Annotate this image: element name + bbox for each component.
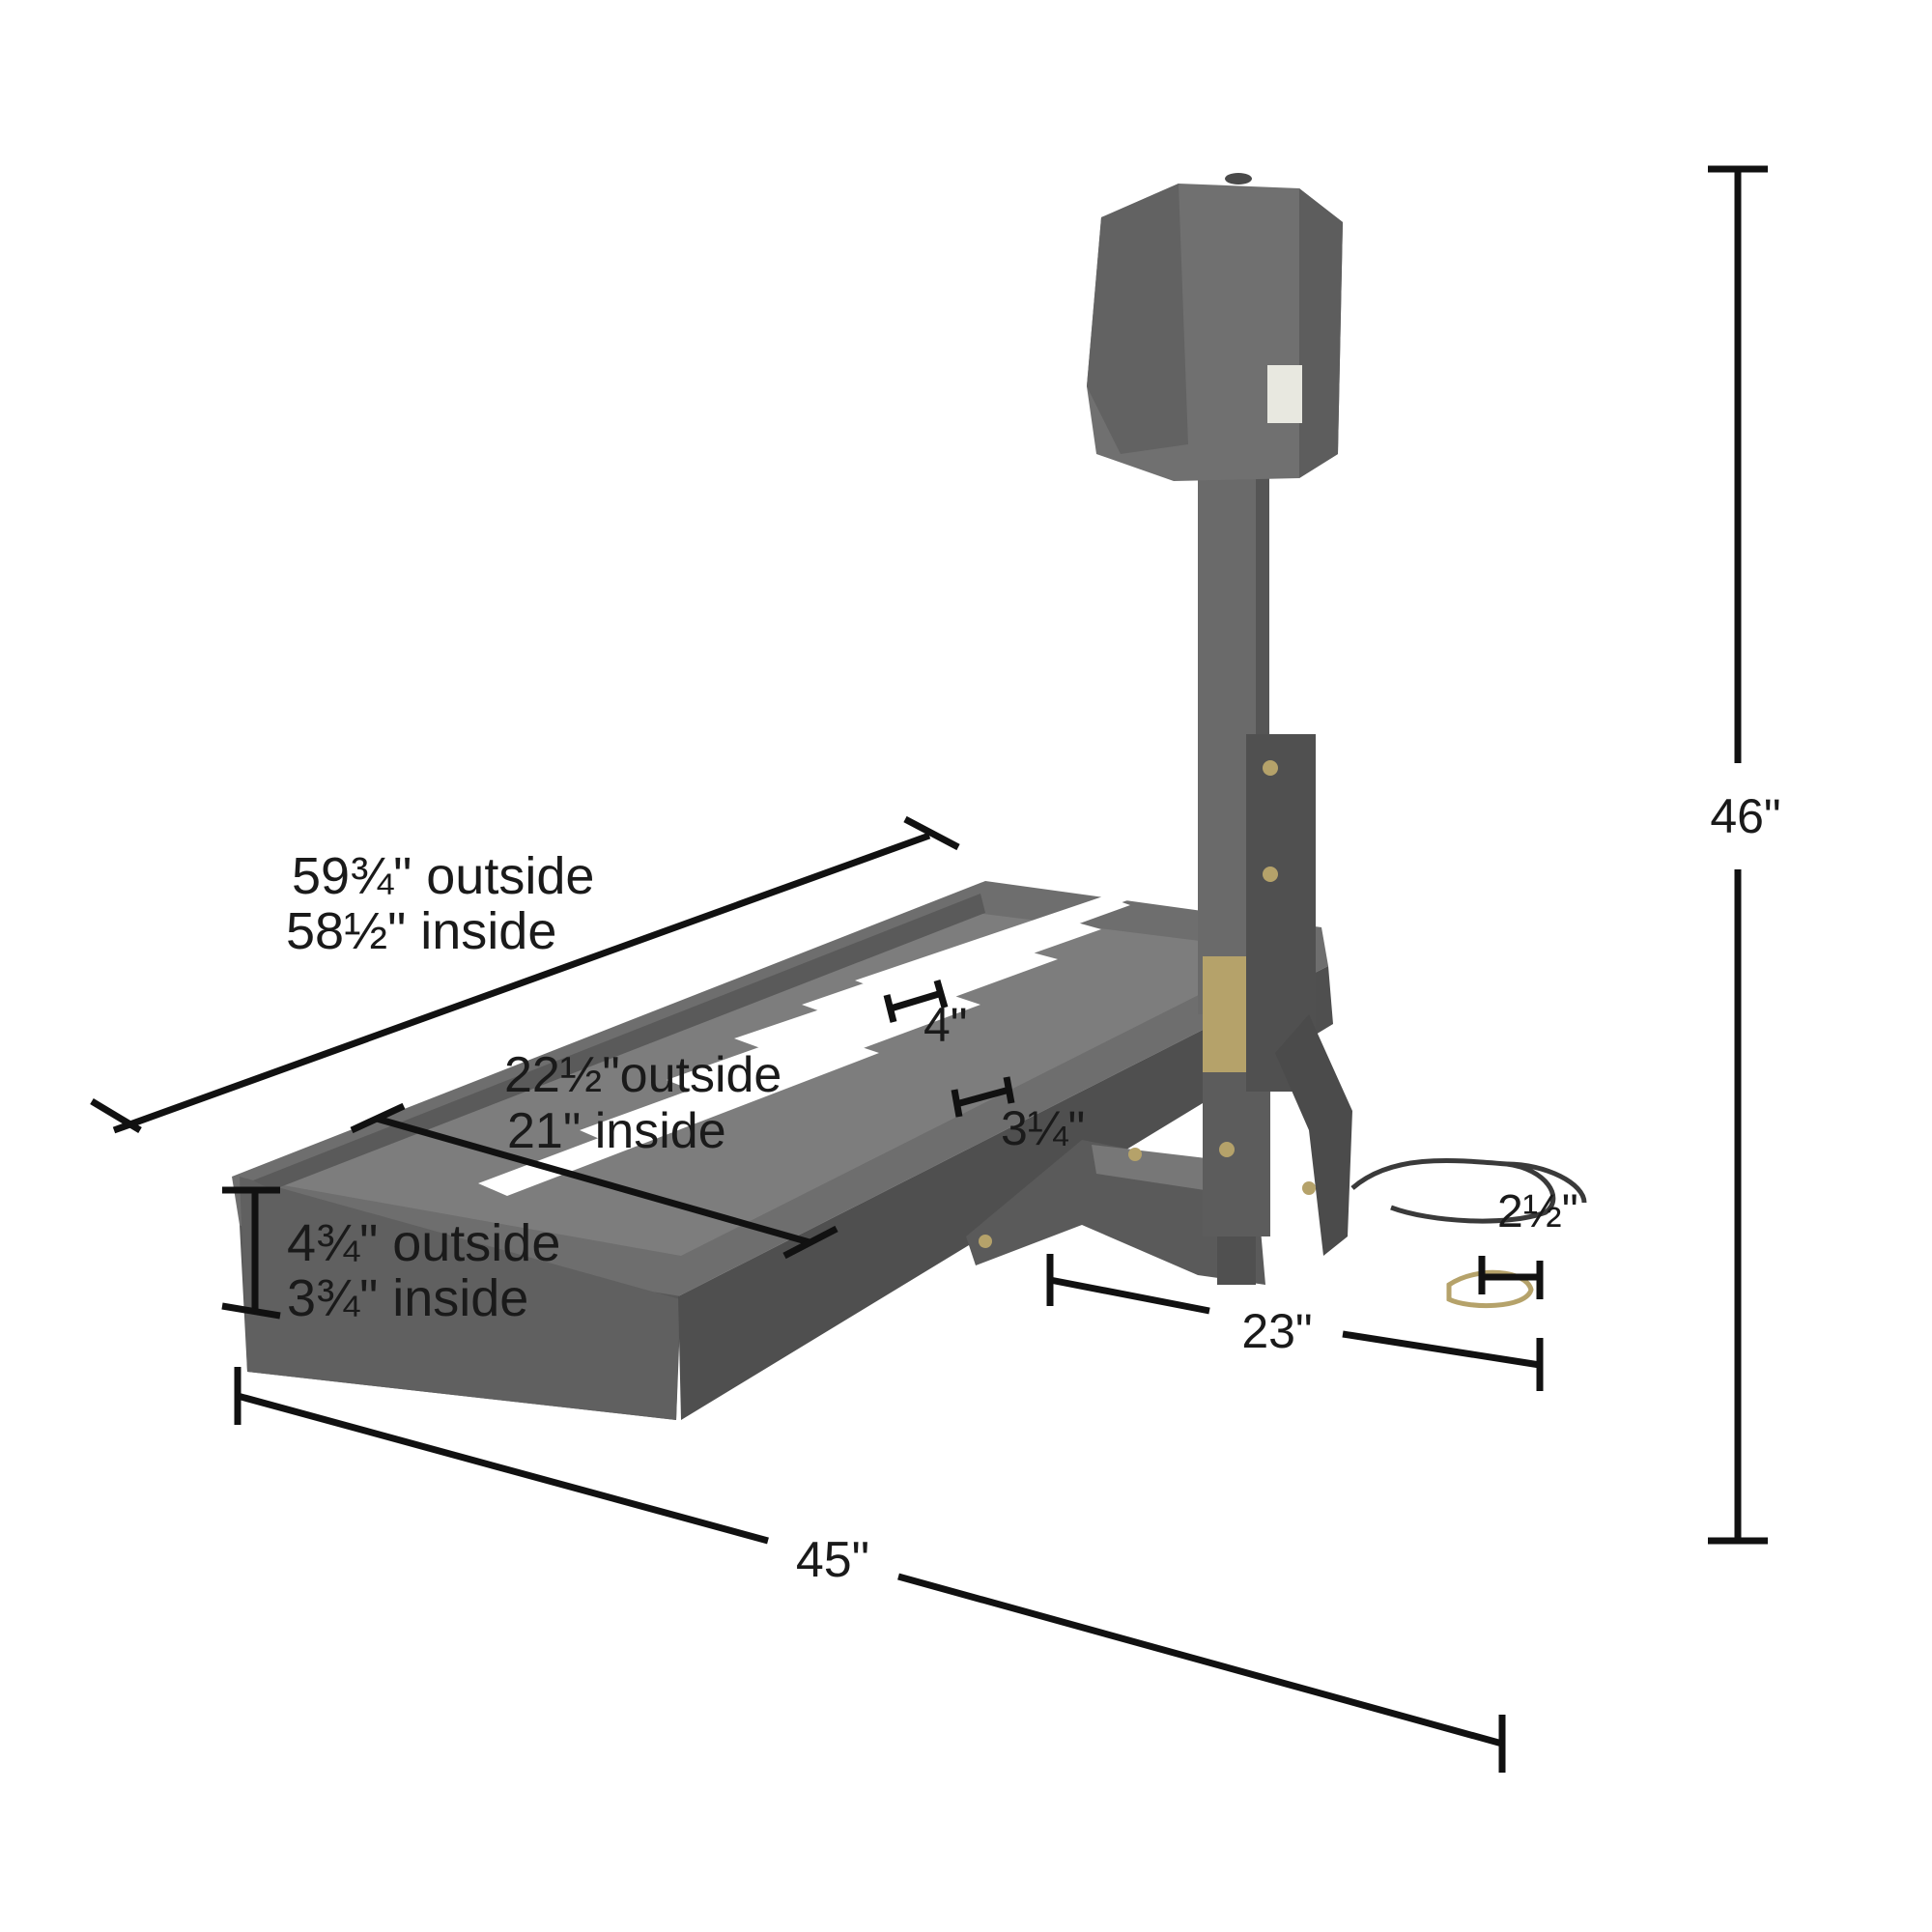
- label-length-inside: 58½" inside: [286, 902, 556, 960]
- label-width-outside: 22½"outside: [504, 1047, 781, 1103]
- label-rail-gap: 4": [923, 998, 968, 1052]
- label-length-outside: 59¾" outside: [292, 847, 594, 905]
- motor-housing: [1087, 173, 1343, 481]
- carrier-platform: [232, 881, 1333, 1420]
- dim-total-height: [1708, 165, 1768, 1545]
- label-hitch-depth: 23": [1241, 1304, 1312, 1358]
- lift-product-illustration: [232, 173, 1587, 1420]
- dim-length: [90, 815, 960, 1134]
- dim-hitch-tube: [1478, 1256, 1544, 1299]
- dim-total-depth: [234, 1367, 1506, 1773]
- label-width-inside: 21" inside: [507, 1103, 726, 1159]
- platform-slats: [478, 884, 1157, 1196]
- lift-mast: [979, 473, 1352, 1256]
- warning-label-sticker: [1267, 365, 1302, 423]
- dim-rail-gap: [883, 980, 949, 1023]
- dim-slat-width: [951, 1076, 1015, 1118]
- label-side-height-inside: 3¾" inside: [287, 1269, 528, 1327]
- dim-hitch-depth: [1046, 1254, 1544, 1391]
- dimension-lines: [90, 165, 1768, 1773]
- label-side-height-outside: 4¾" outside: [287, 1214, 560, 1272]
- label-total-height: 46": [1710, 789, 1780, 843]
- dim-side-height: [221, 1186, 281, 1320]
- label-hitch-tube: 2½": [1497, 1186, 1578, 1237]
- dimension-labels: 46" 59¾" outside 58½" inside 4" 22½"outs…: [286, 789, 1781, 1588]
- label-slat-width: 3¼": [1001, 1101, 1085, 1155]
- wiring-harness: [1350, 1157, 1587, 1224]
- label-total-depth: 45": [796, 1532, 869, 1588]
- dim-width: [350, 1102, 838, 1260]
